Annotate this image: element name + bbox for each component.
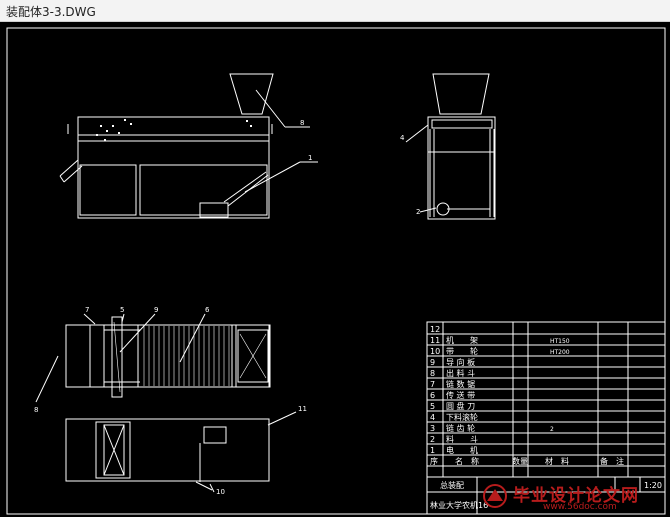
bom-no: 7 bbox=[430, 380, 435, 389]
bom-no: 12 bbox=[430, 325, 440, 334]
callout-front-motor: 1 bbox=[308, 154, 312, 162]
bom-table-lines bbox=[426, 321, 666, 515]
bom-no: 11 bbox=[430, 336, 440, 345]
conveyor-slats bbox=[113, 321, 267, 393]
watermark-text: 毕业设计论文网 bbox=[513, 486, 639, 506]
bom-name: 链 数 锯 bbox=[446, 379, 475, 389]
bom-material: HT150 bbox=[550, 338, 570, 345]
bom-header-name: 名 称 bbox=[455, 456, 479, 466]
drawing-border bbox=[6, 27, 666, 515]
callout-side-left: 4 bbox=[400, 134, 405, 142]
hopper-side bbox=[432, 73, 490, 115]
bom-material: 2 bbox=[550, 426, 554, 433]
callout-top-d: 6 bbox=[205, 306, 210, 314]
title-block-scale: 1:20 bbox=[644, 481, 662, 490]
watermark-url: www.56doc.com bbox=[543, 502, 617, 512]
bom-no: 10 bbox=[430, 347, 440, 356]
bom-name: 机 架 bbox=[446, 335, 478, 345]
bom-no: 4 bbox=[430, 413, 435, 422]
bom-name: 料 斗 bbox=[446, 434, 478, 444]
bom-material: HT200 bbox=[550, 349, 570, 356]
bom-no: 1 bbox=[430, 446, 435, 455]
motor-front bbox=[199, 202, 229, 218]
title-block-school: 林业大学农机16 bbox=[430, 500, 488, 510]
front-view bbox=[59, 73, 318, 219]
drawing-canvas[interactable]: 8 1 4 2 7 5 9 6 8 11 10 12 11 机 架 HT150 … bbox=[0, 22, 670, 517]
bom-header-material: 材 料 bbox=[545, 456, 569, 466]
title-block-left: 总装配 bbox=[440, 480, 464, 490]
bom-rows: 12 11 机 架 HT150 10 带 轮 HT200 9 导 向 板 8 出… bbox=[430, 325, 570, 455]
side-view bbox=[405, 73, 496, 220]
bom-header-seq: 序 bbox=[430, 456, 438, 466]
bom-header-remark: 备 注 bbox=[600, 456, 624, 466]
cad-drawing: 8 1 4 2 7 5 9 6 8 11 10 12 11 机 架 HT150 … bbox=[6, 27, 666, 515]
callout-top-c: 9 bbox=[154, 306, 158, 314]
window-title: 装配体3-3.DWG bbox=[6, 5, 96, 19]
bom-name: 带 轮 bbox=[446, 346, 478, 356]
bom-name: 导 向 板 bbox=[446, 357, 475, 367]
bottom-view bbox=[65, 411, 297, 493]
callout-top-left: 8 bbox=[34, 406, 38, 414]
bom-no: 6 bbox=[430, 391, 435, 400]
bom-name: 传 送 带 bbox=[446, 390, 475, 400]
bom-name: 下料滚轮 bbox=[446, 412, 478, 422]
bom-header-qty: 数量 bbox=[512, 456, 528, 466]
bom-name: 圆 盘 刀 bbox=[446, 401, 475, 411]
callout-top-a: 7 bbox=[85, 306, 89, 314]
bom-no: 3 bbox=[430, 424, 435, 433]
top-view bbox=[35, 313, 271, 403]
bom-name: 链 齿 轮 bbox=[446, 423, 475, 433]
callout-side-bottom: 2 bbox=[416, 208, 420, 216]
callout-front-feed: 8 bbox=[300, 119, 304, 127]
bom-no: 8 bbox=[430, 369, 435, 378]
conveyor-top bbox=[137, 324, 237, 388]
watermark: 毕业设计论文网 www.56doc.com bbox=[479, 483, 664, 512]
bom-no: 5 bbox=[430, 402, 435, 411]
callout-bottom-stand: 10 bbox=[216, 488, 225, 496]
callout-bottom-right: 11 bbox=[298, 405, 307, 413]
motor-bottom bbox=[203, 426, 227, 444]
bom-name: 出 料 斗 bbox=[446, 368, 475, 378]
window-titlebar: 装配体3-3.DWG bbox=[0, 0, 670, 22]
hopper-front bbox=[229, 73, 274, 115]
watermark-logo-icon bbox=[483, 484, 507, 508]
bom-no: 2 bbox=[430, 435, 435, 444]
bom-name: 电 机 bbox=[446, 445, 478, 455]
bom-no: 9 bbox=[430, 358, 435, 367]
callout-top-b: 5 bbox=[120, 306, 124, 314]
front-particles bbox=[96, 119, 252, 141]
